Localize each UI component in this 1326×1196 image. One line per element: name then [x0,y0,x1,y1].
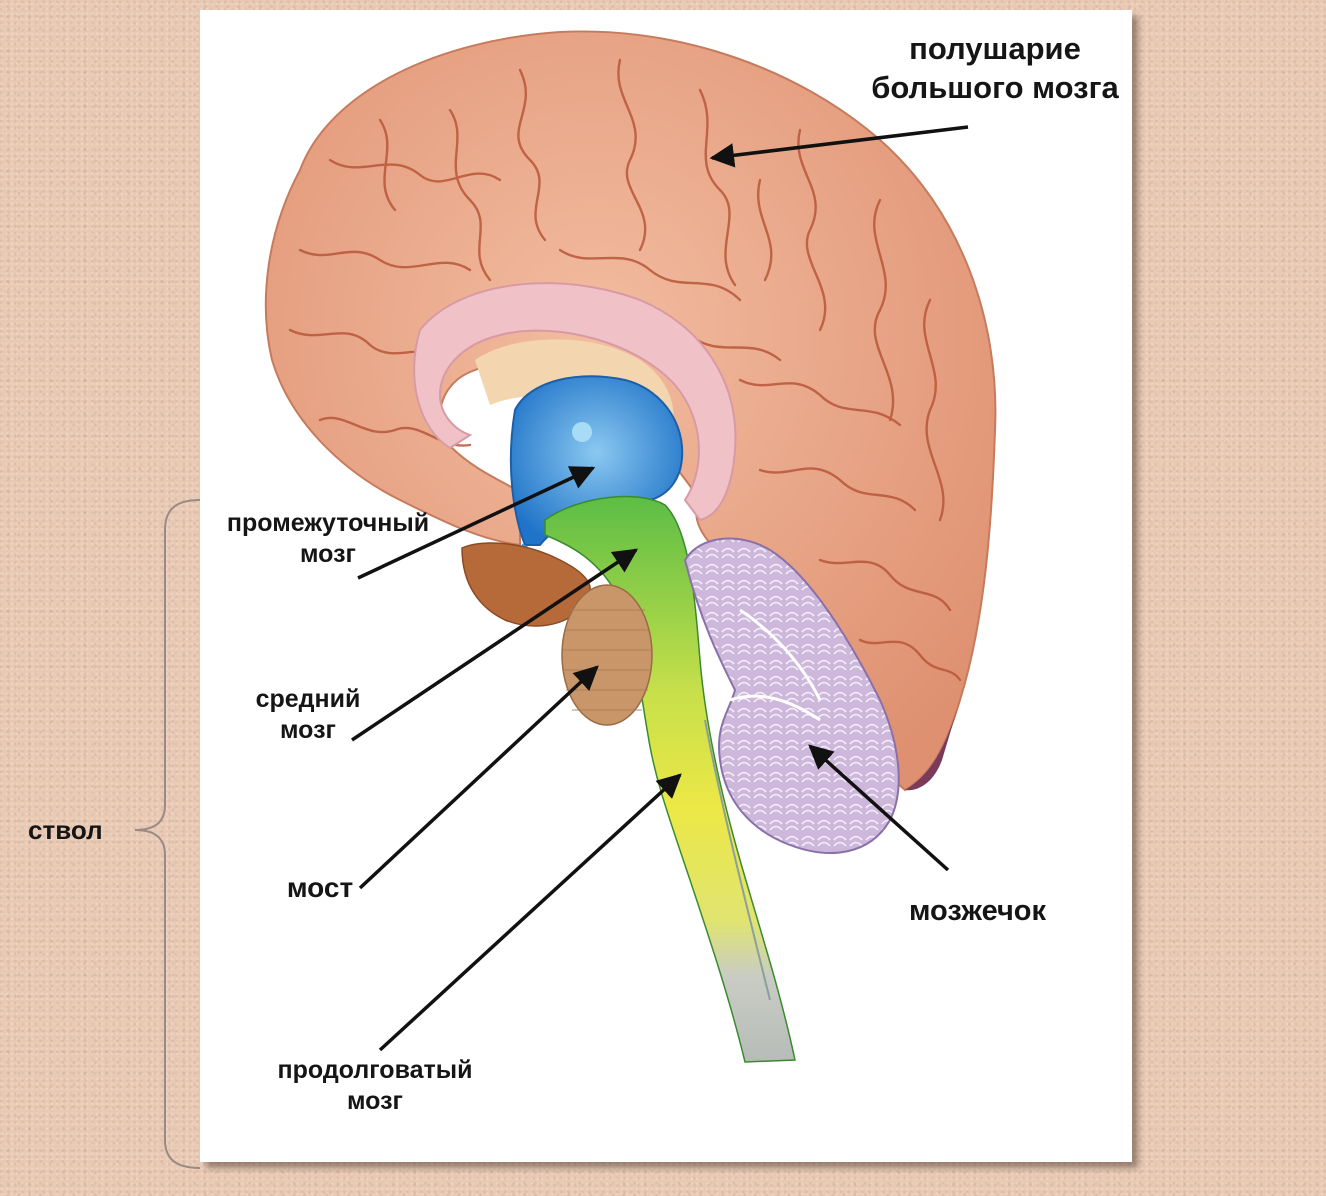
label-medulla: продолговатый мозг [255,1055,495,1118]
pons [562,585,652,725]
label-cerebellum: мозжечок [895,893,1060,929]
label-diencephalon: промежуточный мозг [208,508,448,571]
label-hemisphere-line1: полушарие [860,30,1130,69]
label-midbrain: средний мозг [238,684,378,747]
label-pons-text: мост [270,870,370,905]
label-hemisphere: полушарие большого мозга [860,30,1130,108]
label-midbrain-line1: средний [238,684,378,715]
brainstem-brace [135,500,200,1168]
label-midbrain-line2: мозг [238,715,378,746]
label-medulla-line1: продолговатый [255,1055,495,1086]
label-brainstem-text: ствол [28,814,128,847]
label-brainstem: ствол [28,814,128,847]
arrow-medulla [380,775,680,1050]
label-diencephalon-line1: промежуточный [208,508,448,539]
arrow-pons [360,667,597,888]
label-cerebellum-text: мозжечок [895,893,1060,929]
label-medulla-line2: мозг [255,1086,495,1117]
label-pons: мост [270,870,370,905]
label-diencephalon-line2: мозг [208,539,448,570]
label-hemisphere-line2: большого мозга [860,69,1130,108]
